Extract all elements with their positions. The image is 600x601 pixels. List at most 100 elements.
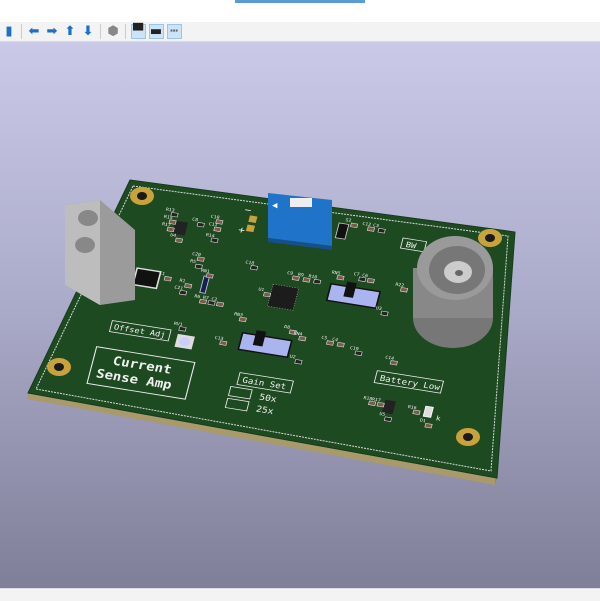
battery-low-box — [373, 370, 445, 394]
component-u5 — [383, 416, 393, 422]
arrow-left-icon[interactable]: ⬅ — [28, 24, 40, 39]
component-c9 — [291, 275, 300, 281]
refdes-label: RN4 — [293, 331, 303, 338]
show-smd-icon[interactable]: ▬ — [148, 24, 164, 39]
refdes-label: C7 — [353, 271, 360, 277]
refdes-label: R7 — [202, 295, 209, 301]
pad — [245, 224, 256, 233]
component-c19 — [354, 350, 363, 356]
layers-icon[interactable]: ▮ — [5, 24, 13, 39]
refdes-label: C6 — [361, 273, 368, 279]
battery-cap-c1 — [131, 267, 162, 290]
refdes-label: U3 — [375, 306, 382, 312]
component-c20 — [196, 256, 205, 262]
status-bar — [0, 588, 600, 601]
arrow-right-icon[interactable]: ➡ — [46, 24, 58, 39]
ic-u4 — [171, 220, 189, 236]
component-c3 — [377, 228, 386, 234]
refdes-label: RV1 — [173, 321, 183, 328]
refdes-label: D1 — [419, 418, 426, 424]
refdes-label: R17 — [161, 222, 171, 229]
component-r9 — [302, 277, 311, 283]
ic-u5 — [381, 399, 396, 415]
refdes-label: U5 — [379, 411, 386, 417]
mounting-holes — [47, 187, 502, 446]
toolbar-separator — [100, 24, 101, 39]
dip-switch: ◀ — [268, 193, 332, 250]
refdes-label: C8 — [191, 217, 198, 223]
arrow-up-icon[interactable]: ⬆ — [64, 24, 76, 39]
component-r6 — [198, 298, 208, 305]
refdes-label: C19 — [349, 345, 359, 352]
refdes-label: R22 — [395, 282, 405, 289]
refdes-label: R5 — [189, 259, 196, 265]
component-r5 — [194, 263, 203, 270]
component-u2 — [294, 359, 303, 365]
dip-toggle — [290, 198, 312, 207]
component-c12 — [366, 226, 376, 232]
arrow-left-icon: ◀ — [272, 201, 278, 211]
refdes-label: C21 — [174, 285, 184, 292]
show-virtual-icon[interactable]: ┅ — [166, 24, 182, 39]
refdes-label: U2 — [289, 354, 296, 360]
component-c6 — [366, 277, 375, 284]
component-d1 — [424, 423, 433, 429]
show-tht-icon[interactable]: ▀ — [130, 24, 146, 39]
refdes-label: C18 — [245, 260, 255, 267]
component-r17 — [166, 226, 175, 233]
refdes-label: C11 — [208, 221, 218, 228]
component-rn4 — [298, 335, 307, 342]
refdes-label: RN3 — [233, 312, 243, 319]
bnc-connector — [413, 236, 493, 348]
component-c14 — [389, 360, 398, 366]
component-rn3 — [238, 316, 247, 323]
refdes-label: R6 — [194, 294, 201, 300]
refdes-label: R18 — [363, 395, 373, 402]
refdes-label: C4 — [331, 337, 338, 343]
diode-s2 — [334, 222, 350, 240]
terminal-block — [65, 200, 135, 305]
gain-set-box — [236, 372, 294, 394]
component-r13 — [170, 212, 179, 218]
3d-box-icon[interactable]: ⬢ — [107, 24, 119, 39]
component-c10 — [215, 219, 224, 225]
component-c11 — [213, 226, 222, 232]
refdes-label: C12 — [362, 221, 372, 228]
component-c1 — [163, 276, 172, 282]
component-c8 — [196, 222, 205, 228]
component-r14 — [210, 237, 219, 243]
potentiometer-knob — [179, 337, 191, 347]
bw-box — [399, 237, 428, 253]
pad — [248, 215, 258, 223]
component-r1 — [184, 283, 193, 289]
refdes-label: R16 — [407, 404, 417, 411]
led-d1 — [422, 405, 434, 418]
arrow-down-icon[interactable]: ⬇ — [82, 24, 94, 39]
refdes-label: D8 — [283, 324, 290, 330]
component-r17 — [376, 401, 385, 408]
toolbar-separator — [21, 24, 22, 39]
gain-50x-label: 50x — [258, 393, 278, 405]
refdes-label: R1 — [179, 278, 186, 284]
component-rv1 — [178, 326, 187, 332]
bw-label: BW — [405, 240, 418, 251]
component-c7 — [358, 276, 367, 282]
title-bar — [0, 0, 600, 22]
3d-viewport[interactable]: Current Sense Amp Offset Adj Gain Set 50… — [0, 42, 600, 588]
title-box — [86, 346, 196, 400]
board-outline-silk — [35, 185, 509, 472]
refdes-label: C2 — [211, 296, 218, 302]
refdes-label: R10 — [308, 274, 318, 281]
cathode-label: k — [435, 414, 442, 423]
component-c4 — [336, 342, 345, 348]
refdes-label: C9 — [286, 270, 293, 276]
refdes-label: U4 — [170, 232, 177, 238]
component-s2 — [350, 222, 359, 229]
gain-25x-label: 25x — [255, 405, 275, 417]
active-tab-indicator[interactable] — [235, 0, 365, 3]
plus-label: + — [237, 225, 246, 236]
component-r16 — [412, 409, 421, 415]
refdes-label: RN5 — [331, 270, 341, 277]
refdes-label: C5 — [321, 335, 328, 341]
jumper-25x — [224, 397, 250, 412]
